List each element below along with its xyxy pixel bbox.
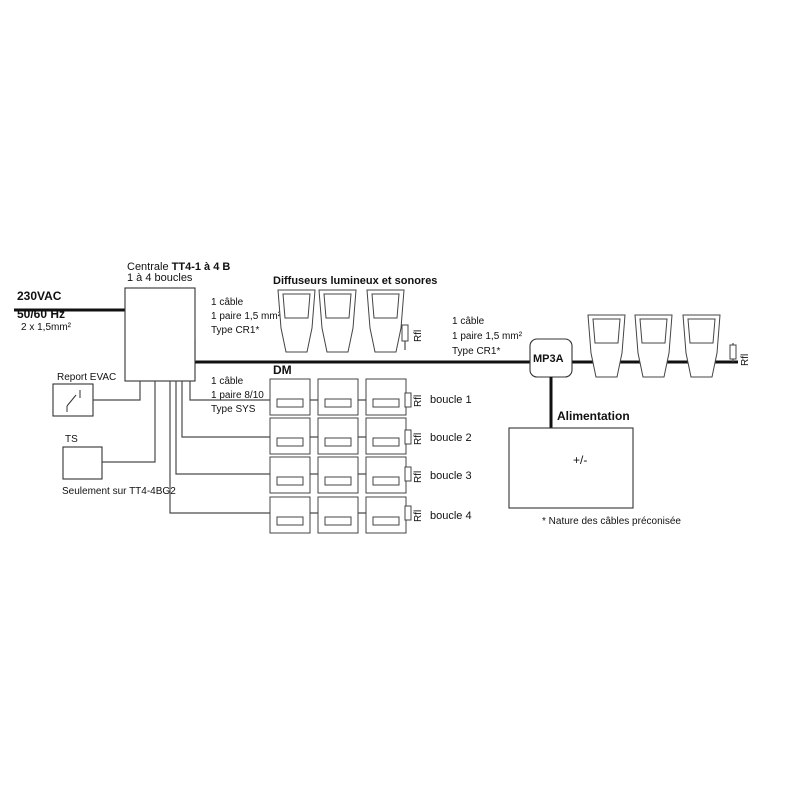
cable-cr1-b-line1: 1 câble <box>452 316 485 327</box>
footnote: * Nature des câbles préconisée <box>542 516 681 527</box>
eol-resistor-loop-3: Rfl <box>404 466 424 483</box>
report-evac-label: Report EVAC <box>57 372 116 383</box>
diffuser-6 <box>682 314 721 378</box>
supply-frequency: 50/60 Hz <box>17 307 65 321</box>
eol-resistor-loop-1: Rfl <box>404 392 424 408</box>
dm-3-2 <box>317 456 359 494</box>
dm-title: DM <box>273 363 292 377</box>
cable-cr1-a-line2: 1 paire 1,5 mm² <box>211 311 282 322</box>
centrale-title: Centrale TT4-1 à 4 B <box>127 261 230 273</box>
dm-2-3 <box>365 417 407 455</box>
alimentation-box <box>508 427 634 509</box>
dm-1-2 <box>317 378 359 416</box>
eol-label-right: Rfl <box>740 354 751 366</box>
diffuser-4 <box>587 314 626 378</box>
dm-2-2 <box>317 417 359 455</box>
cable-sys-line1: 1 câble <box>211 376 244 387</box>
diffuser-2 <box>318 289 357 353</box>
ts-box <box>62 446 103 480</box>
loop-4-label: boucle 4 <box>430 510 472 522</box>
eol-resistor-right: Rfl <box>729 343 751 366</box>
diffuser-5 <box>634 314 673 378</box>
supply-voltage: 230VAC <box>17 289 62 303</box>
diffuser-3 <box>366 289 405 353</box>
eol-label-loop-1: Rfl <box>413 395 424 407</box>
ts-label: TS <box>65 434 78 445</box>
loop-4-wire <box>169 381 270 514</box>
loop-2-wire <box>181 381 270 438</box>
eol-resistor-diffusers: Rfl <box>401 324 424 350</box>
dm-4-2 <box>317 496 359 534</box>
centrale-subtitle: 1 à 4 boucles <box>127 272 193 284</box>
cable-cr1-a-line1: 1 câble <box>211 297 244 308</box>
dm-3-3 <box>365 456 407 494</box>
mp3a-label: MP3A <box>533 353 564 365</box>
eol-label-diffusers: Rfl <box>413 330 424 342</box>
dm-4-3 <box>365 496 407 534</box>
loop-1-wire <box>189 381 270 401</box>
dm-1-1 <box>269 378 311 416</box>
eol-label-loop-4: Rfl <box>413 510 424 522</box>
centrale-box <box>124 287 196 382</box>
cable-cr1-b-line3: Type CR1* <box>452 346 500 357</box>
ts-wire <box>102 381 156 463</box>
cable-sys-line2: 1 paire 8/10 <box>211 390 264 401</box>
cable-sys-line3: Type SYS <box>211 404 256 415</box>
supply-cable: 2 x 1,5mm² <box>21 322 72 333</box>
eol-resistor-loop-4: Rfl <box>404 505 424 522</box>
dm-3-1 <box>269 456 311 494</box>
loop-3-label: boucle 3 <box>430 470 472 482</box>
evac-wire <box>93 381 141 401</box>
alimentation-polarity: +/- <box>573 453 587 467</box>
diffuseurs-title: Diffuseurs lumineux et sonores <box>273 275 437 287</box>
switch-icon <box>66 390 81 412</box>
dm-1-3 <box>365 378 407 416</box>
eol-label-loop-2: Rfl <box>413 433 424 445</box>
ts-note: Seulement sur TT4-4BG2 <box>62 486 176 497</box>
cable-cr1-b-line2: 1 paire 1,5 mm² <box>452 331 523 342</box>
loop-3-wire <box>175 381 270 475</box>
diffuser-1 <box>277 289 316 353</box>
report-evac-box <box>52 383 94 417</box>
eol-resistor-loop-2: Rfl <box>404 429 424 445</box>
dm-4-1 <box>269 496 311 534</box>
dm-2-1 <box>269 417 311 455</box>
eol-label-loop-3: Rfl <box>413 471 424 483</box>
cable-cr1-a-line3: Type CR1* <box>211 325 259 336</box>
loop-2-label: boucle 2 <box>430 432 472 444</box>
loop-1-label: boucle 1 <box>430 394 472 406</box>
alimentation-title: Alimentation <box>557 409 630 423</box>
